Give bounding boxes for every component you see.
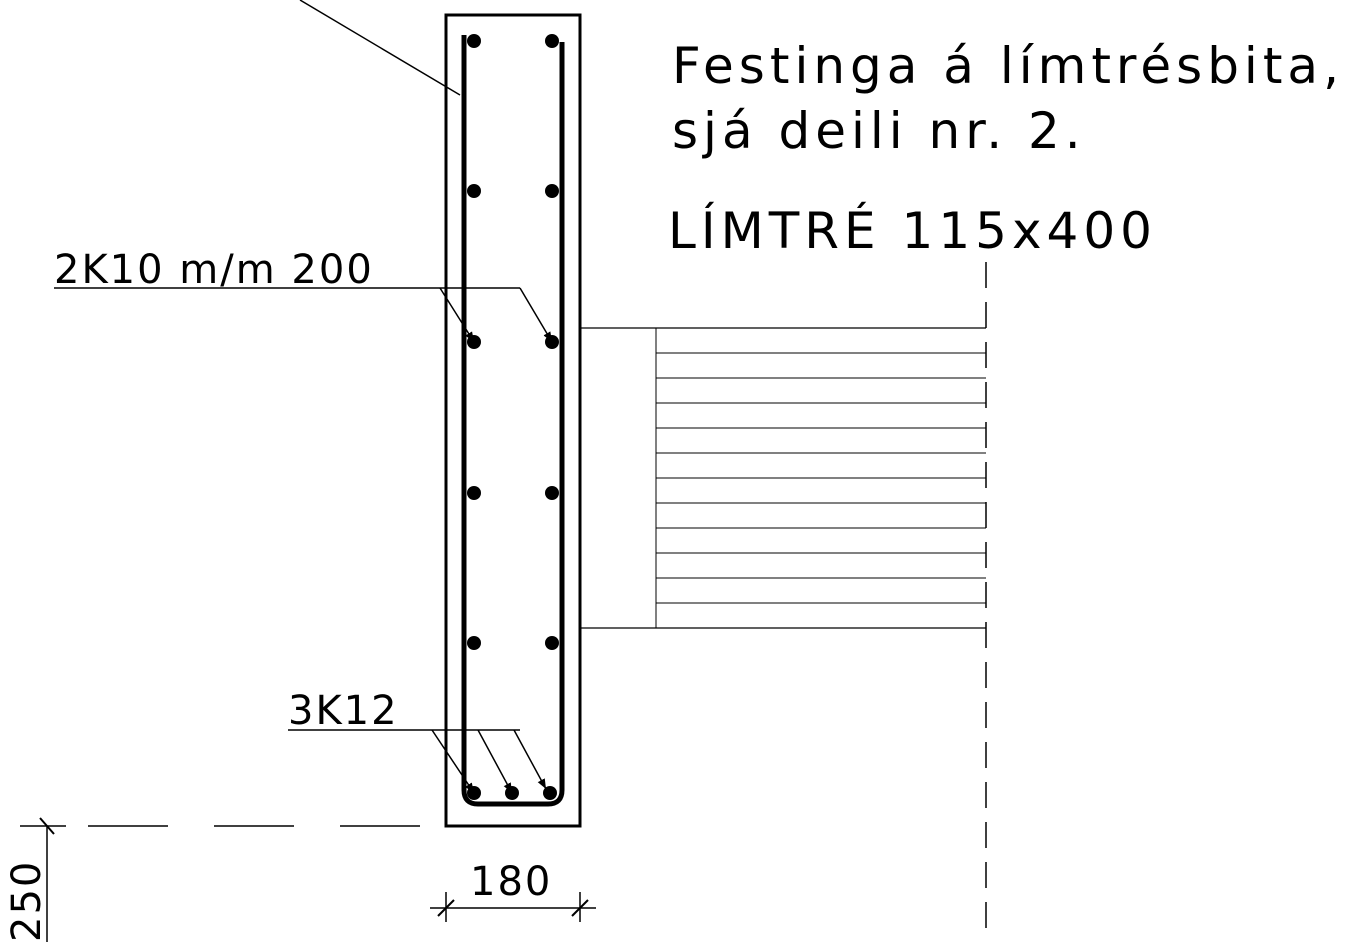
beam-label: LÍMTRÉ 115x400 [668, 201, 1157, 260]
rebar-dot [467, 34, 481, 48]
top-leader-line [299, 0, 461, 96]
left-dimension [20, 817, 66, 942]
width-dimension [430, 892, 596, 922]
width-dimension-label: 180 [470, 859, 552, 905]
rebar-dot [545, 486, 559, 500]
bottom-bars-leader [288, 729, 547, 794]
note-line-2: sjá deili nr. 2. [672, 102, 1086, 160]
rebar-dot [467, 486, 481, 500]
stirrup-leader [54, 287, 553, 343]
bottom-bars-label: 3K12 [288, 688, 399, 734]
stirrup [461, 35, 565, 807]
rebar-dot [543, 786, 557, 800]
rebar-dot [467, 636, 481, 650]
stirrup-label: 2K10 m/m 200 [54, 247, 374, 293]
rebar-dot [467, 184, 481, 198]
rebar-bars [467, 34, 559, 800]
rebar-dot [545, 184, 559, 198]
concrete-wall [444, 13, 582, 828]
glulam-beam [580, 327, 986, 629]
note-line-1: Festinga á límtrésbita, [672, 37, 1344, 95]
rebar-dot [545, 636, 559, 650]
left-dimension-label: 250 [4, 860, 50, 942]
rebar-dot [545, 34, 559, 48]
